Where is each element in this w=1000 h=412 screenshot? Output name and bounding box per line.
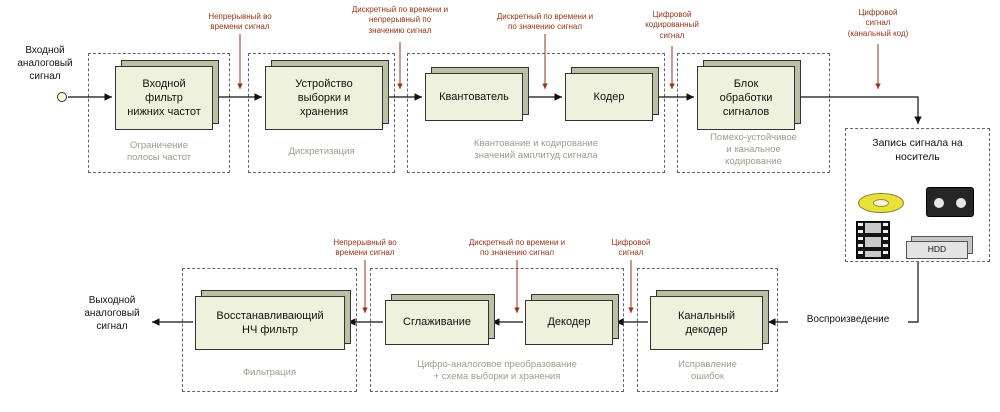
block-smoothing: Сглаживание — [385, 294, 495, 345]
group-label: Дискретизация — [288, 146, 355, 158]
signal-annotation-discrete-time: Дискретный по времени и непрерывный по з… — [351, 5, 449, 35]
block-dsp: Блок обработки сигналов — [697, 60, 801, 130]
block-label: Входной фильтр нижних частот — [115, 66, 213, 130]
block-channel-decoder: Канальный декодер — [650, 290, 769, 350]
block-label: Восстанавливающий НЧ фильтр — [195, 296, 345, 350]
group-dac: Цифро-аналоговое преобразование + схема … — [370, 268, 624, 392]
hdd-icon: HDD — [906, 236, 973, 259]
group-label: Квантование и кодирование значений ампли… — [474, 138, 598, 162]
signal-annotation-digital-coded: Цифровой кодированный сигнал — [645, 10, 699, 40]
cd-icon — [858, 193, 904, 213]
block-label: Канальный декодер — [650, 296, 763, 350]
group-label: Ограничение полосы частот — [126, 140, 192, 164]
cd-center — [873, 199, 889, 207]
film-holes — [858, 223, 863, 257]
block-input-filter: Входной фильтр нижних частот — [115, 60, 219, 130]
block-label: Кодер — [565, 73, 653, 121]
signal-annotation-discrete-time-value: Дискретный по времени и по значению сигн… — [496, 12, 594, 32]
group-label: Помехо-устойчивое и канальное кодировани… — [710, 132, 797, 168]
signal-annotation-discrete-out: Дискретный по времени и по значению сигн… — [468, 238, 566, 258]
input-signal-label: Входной аналоговый сигнал — [17, 45, 73, 82]
group-quantization-coding: Квантование и кодирование значений ампли… — [407, 53, 665, 173]
group-label: Фильтрация — [242, 367, 297, 379]
film-holes — [883, 223, 888, 257]
output-signal-label: Выходной аналоговый сигнал — [84, 295, 140, 332]
block-coder: Кодер — [565, 67, 659, 121]
group-label: Цифро-аналоговое преобразование + схема … — [417, 359, 577, 383]
signal-annotation-continuous: Непрерывный во времени сигнал — [208, 12, 272, 32]
cassette-reel — [956, 198, 966, 208]
block-reconstruction-filter: Восстанавливающий НЧ фильтр — [195, 290, 351, 350]
block-label: Декодер — [525, 300, 613, 345]
film-frames — [865, 223, 881, 257]
group-filtering: Фильтрация — [182, 268, 357, 392]
playback-label: Воспроизведение — [788, 314, 908, 325]
signal-annotation-channel-code: Цифровой сигнал (канальный код) — [847, 8, 909, 38]
group-sampling: Дискретизация — [248, 53, 395, 173]
input-signal-dot — [57, 92, 67, 102]
group-error-correction: Исправление ошибок — [637, 268, 778, 392]
block-label: Квантователь — [425, 73, 523, 121]
block-label: Блок обработки сигналов — [697, 66, 795, 130]
block-quantizer: Квантователь — [425, 67, 529, 121]
storage-group: Запись сигнала на носитель HDD — [845, 128, 990, 262]
block-decoder: Декодер — [525, 294, 619, 345]
cassette-icon — [926, 187, 974, 217]
cassette-reel — [934, 198, 944, 208]
hdd-label: HDD — [906, 241, 968, 259]
block-sample-hold: Устройство выборки и хранения — [265, 60, 389, 130]
block-label: Устройство выборки и хранения — [265, 66, 383, 130]
group-band-limit: Ограничение полосы частот — [88, 53, 230, 173]
signal-annotation-digital-out: Цифровой сигнал — [611, 238, 651, 258]
signal-annotation-continuous-out: Непрерывный во времени сигнал — [333, 238, 397, 258]
group-label: Исправление ошибок — [678, 359, 737, 383]
film-icon — [856, 221, 890, 259]
block-label: Сглаживание — [385, 300, 489, 345]
storage-title: Запись сигнала на носитель — [872, 137, 963, 163]
